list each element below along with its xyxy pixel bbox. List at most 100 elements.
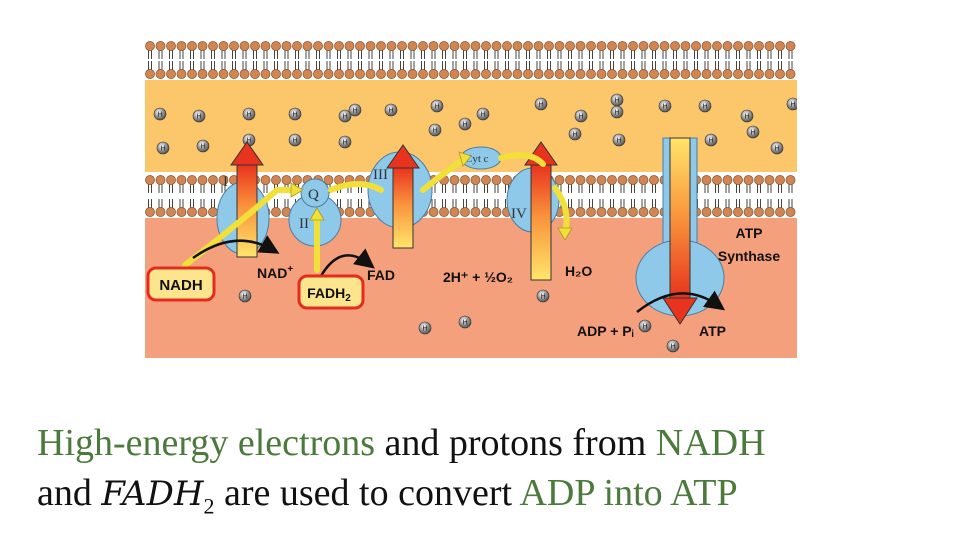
lipid-head (775, 69, 785, 79)
lipid-head (470, 41, 481, 51)
nad-charge: + (287, 264, 293, 275)
lipid-head (439, 207, 449, 217)
lipid-head (743, 41, 754, 51)
proton-label: H (435, 104, 440, 111)
proton-label: H (343, 140, 348, 147)
fadh2-conversion-arrow (319, 248, 375, 277)
water-reaction-label: 2H⁺ + ½O₂ (443, 269, 513, 285)
lipid-head (701, 175, 712, 185)
lipid-head (617, 41, 628, 51)
lipid-head (449, 207, 460, 217)
lipid-head (628, 207, 638, 217)
lipid-head (754, 207, 764, 217)
lipid-head (481, 175, 491, 185)
proton: H (348, 103, 362, 117)
lipid-head (355, 69, 365, 79)
lipid-head (281, 41, 292, 51)
lipid-head (197, 207, 208, 217)
lipid-head (218, 175, 229, 185)
complex-i-label: I (223, 174, 228, 190)
proton: H (740, 109, 754, 123)
lipid-head (659, 41, 670, 51)
lipid-head (376, 69, 386, 79)
lipid-head (208, 69, 218, 79)
lipid-head (785, 41, 796, 51)
complex-iv-label: IV (511, 206, 527, 222)
lipid-head (323, 175, 334, 185)
proton: H (746, 125, 760, 139)
lipid-head (166, 207, 176, 217)
lipid-head (607, 175, 617, 185)
lipid-head (523, 69, 533, 79)
proton: H (418, 321, 432, 335)
lipid-head (701, 207, 712, 217)
lipid-head (355, 41, 365, 51)
lipid-head (470, 207, 481, 217)
lipid-head (491, 69, 502, 79)
proton-label: H (573, 132, 578, 139)
proton: H (704, 133, 718, 147)
lipid-head (491, 41, 502, 51)
lipid-head (428, 69, 439, 79)
lipid-head (344, 207, 355, 217)
lipid-head (491, 175, 502, 185)
proton-label: H (433, 128, 438, 135)
proton-label: H (463, 122, 468, 129)
proton: H (430, 99, 444, 113)
lipid-head (586, 175, 596, 185)
lipid-head (176, 41, 187, 51)
proton: H (612, 133, 626, 147)
lipid-head (155, 175, 166, 185)
atp-label: ATP (699, 323, 726, 339)
lipid-head (208, 41, 218, 51)
lipid-head (481, 207, 491, 217)
nadh-conversion-arrow (192, 235, 280, 260)
lipid-head (145, 69, 155, 79)
lipid-head (544, 41, 554, 51)
lipid-head (334, 41, 344, 51)
proton-label: H (709, 138, 714, 145)
lipid-head (218, 69, 229, 79)
lipid-head (271, 41, 281, 51)
lipid-head (607, 41, 617, 51)
lipid-head (449, 175, 460, 185)
proton: H (658, 99, 672, 113)
lipid-head (586, 41, 596, 51)
lipid-head (302, 41, 313, 51)
ubiquinone-q: Q (300, 178, 330, 208)
lipid-head (617, 175, 628, 185)
lipid-head (775, 207, 785, 217)
lipid-head (334, 69, 344, 79)
lipid-head (355, 207, 365, 217)
lipid-head (596, 207, 607, 217)
lipid-head (397, 69, 407, 79)
lipid-head (344, 69, 355, 79)
proton-label: H (643, 324, 648, 331)
water-label: H₂O (565, 263, 592, 279)
lipid-head (313, 69, 323, 79)
proton: H (610, 93, 624, 107)
lipid-head (176, 175, 187, 185)
lipid-head (250, 41, 260, 51)
lipid-head (691, 41, 701, 51)
nadh-box: NADH (146, 266, 216, 302)
lipid-head (638, 175, 649, 185)
proton: H (770, 141, 784, 155)
proton: H (196, 139, 210, 153)
lipid-head (607, 207, 617, 217)
lipid-head (502, 175, 512, 185)
lipid-head (722, 41, 733, 51)
lipid-head (197, 175, 208, 185)
proton-label: H (243, 294, 248, 301)
lipid-head (460, 69, 470, 79)
caption-electrons: High-energy electrons (37, 422, 376, 464)
lipid-head (649, 207, 659, 217)
lipid-head (187, 207, 197, 217)
lipid-head (145, 175, 155, 185)
caption-protons-from: and protons from (375, 422, 656, 464)
lipid-head (743, 69, 754, 79)
lipid-head (502, 41, 512, 51)
proton-label: H (671, 344, 676, 351)
lipid-head (449, 69, 460, 79)
fadh2-label: FADH (307, 285, 345, 301)
